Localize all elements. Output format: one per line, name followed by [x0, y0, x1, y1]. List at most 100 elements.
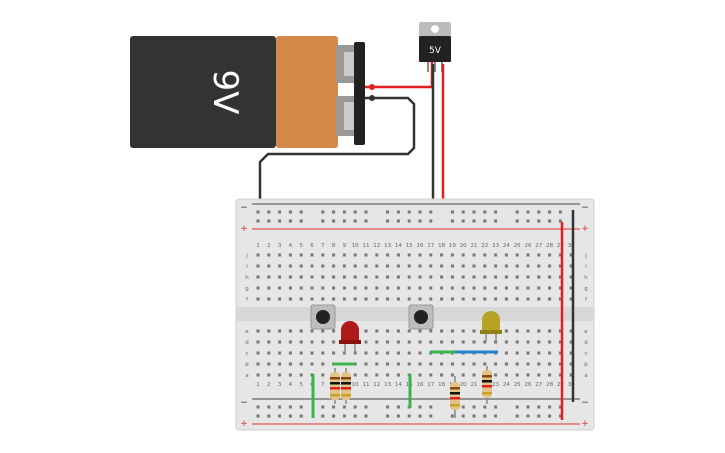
breadboard-hole[interactable]	[548, 414, 552, 418]
breadboard-hole[interactable]	[494, 405, 498, 409]
breadboard-hole[interactable]	[267, 219, 271, 223]
breadboard-hole[interactable]	[288, 297, 292, 301]
breadboard-hole[interactable]	[429, 414, 433, 418]
breadboard-hole[interactable]	[461, 253, 465, 257]
breadboard-hole[interactable]	[375, 373, 379, 377]
breadboard-hole[interactable]	[386, 373, 390, 377]
breadboard-hole[interactable]	[537, 329, 541, 333]
breadboard-hole[interactable]	[461, 405, 465, 409]
breadboard-hole[interactable]	[526, 275, 530, 279]
breadboard-hole[interactable]	[537, 297, 541, 301]
breadboard-hole[interactable]	[558, 297, 562, 301]
breadboard-hole[interactable]	[429, 253, 433, 257]
breadboard-hole[interactable]	[548, 340, 552, 344]
breadboard-hole[interactable]	[537, 362, 541, 366]
breadboard-hole[interactable]	[353, 219, 357, 223]
breadboard-hole[interactable]	[256, 219, 260, 223]
breadboard-hole[interactable]	[472, 275, 476, 279]
breadboard-hole[interactable]	[450, 253, 454, 257]
breadboard-hole[interactable]	[450, 414, 454, 418]
breadboard-hole[interactable]	[342, 286, 346, 290]
breadboard-hole[interactable]	[396, 286, 400, 290]
breadboard-hole[interactable]	[418, 351, 422, 355]
breadboard-hole[interactable]	[310, 340, 314, 344]
breadboard-hole[interactable]	[353, 210, 357, 214]
breadboard-hole[interactable]	[483, 405, 487, 409]
breadboard-hole[interactable]	[472, 329, 476, 333]
breadboard-hole[interactable]	[558, 264, 562, 268]
breadboard-hole[interactable]	[375, 329, 379, 333]
breadboard-hole[interactable]	[407, 329, 411, 333]
breadboard-hole[interactable]	[558, 340, 562, 344]
breadboard-hole[interactable]	[278, 210, 282, 214]
breadboard-hole[interactable]	[548, 275, 552, 279]
resistor-3[interactable]	[450, 376, 460, 418]
breadboard-hole[interactable]	[396, 373, 400, 377]
breadboard-hole[interactable]	[278, 253, 282, 257]
breadboard-hole[interactable]	[461, 219, 465, 223]
pushbutton-left[interactable]	[310, 304, 336, 330]
breadboard-hole[interactable]	[407, 414, 411, 418]
battery-red-wire[interactable]	[365, 62, 434, 89]
breadboard-hole[interactable]	[321, 264, 325, 268]
breadboard-hole[interactable]	[386, 253, 390, 257]
breadboard-hole[interactable]	[418, 253, 422, 257]
breadboard-hole[interactable]	[278, 373, 282, 377]
breadboard-hole[interactable]	[418, 405, 422, 409]
breadboard-hole[interactable]	[515, 340, 519, 344]
breadboard-hole[interactable]	[440, 329, 444, 333]
breadboard-hole[interactable]	[461, 414, 465, 418]
breadboard-hole[interactable]	[515, 297, 519, 301]
breadboard-hole[interactable]	[364, 351, 368, 355]
breadboard-hole[interactable]	[429, 340, 433, 344]
breadboard-hole[interactable]	[418, 210, 422, 214]
breadboard-hole[interactable]	[321, 286, 325, 290]
breadboard-hole[interactable]	[267, 351, 271, 355]
breadboard-hole[interactable]	[472, 253, 476, 257]
breadboard-hole[interactable]	[558, 210, 562, 214]
breadboard-hole[interactable]	[278, 340, 282, 344]
breadboard-hole[interactable]	[537, 414, 541, 418]
breadboard-hole[interactable]	[299, 297, 303, 301]
breadboard-hole[interactable]	[504, 275, 508, 279]
breadboard-hole[interactable]	[321, 340, 325, 344]
breadboard-hole[interactable]	[418, 264, 422, 268]
breadboard-hole[interactable]	[569, 264, 573, 268]
breadboard-hole[interactable]	[375, 286, 379, 290]
breadboard-hole[interactable]	[407, 351, 411, 355]
breadboard-hole[interactable]	[494, 286, 498, 290]
breadboard-hole[interactable]	[429, 286, 433, 290]
breadboard-hole[interactable]	[288, 405, 292, 409]
breadboard-hole[interactable]	[494, 210, 498, 214]
breadboard-hole[interactable]	[537, 264, 541, 268]
breadboard-hole[interactable]	[429, 405, 433, 409]
breadboard-hole[interactable]	[418, 340, 422, 344]
breadboard-hole[interactable]	[504, 351, 508, 355]
breadboard-hole[interactable]	[364, 362, 368, 366]
breadboard-hole[interactable]	[386, 405, 390, 409]
breadboard-hole[interactable]	[310, 286, 314, 290]
breadboard-hole[interactable]	[256, 329, 260, 333]
breadboard-hole[interactable]	[332, 275, 336, 279]
breadboard-hole[interactable]	[515, 210, 519, 214]
breadboard-hole[interactable]	[342, 414, 346, 418]
breadboard-hole[interactable]	[537, 219, 541, 223]
breadboard-hole[interactable]	[332, 264, 336, 268]
breadboard-hole[interactable]	[267, 286, 271, 290]
breadboard-hole[interactable]	[310, 362, 314, 366]
breadboard-hole[interactable]	[450, 210, 454, 214]
breadboard-hole[interactable]	[504, 362, 508, 366]
breadboard-hole[interactable]	[267, 275, 271, 279]
breadboard-hole[interactable]	[407, 219, 411, 223]
breadboard-hole[interactable]	[396, 414, 400, 418]
breadboard-hole[interactable]	[504, 373, 508, 377]
breadboard-hole[interactable]	[364, 264, 368, 268]
breadboard-hole[interactable]	[278, 414, 282, 418]
breadboard-hole[interactable]	[429, 362, 433, 366]
breadboard-hole[interactable]	[418, 286, 422, 290]
breadboard-hole[interactable]	[569, 275, 573, 279]
breadboard-hole[interactable]	[483, 414, 487, 418]
breadboard-hole[interactable]	[342, 219, 346, 223]
breadboard-hole[interactable]	[537, 405, 541, 409]
breadboard-hole[interactable]	[267, 340, 271, 344]
